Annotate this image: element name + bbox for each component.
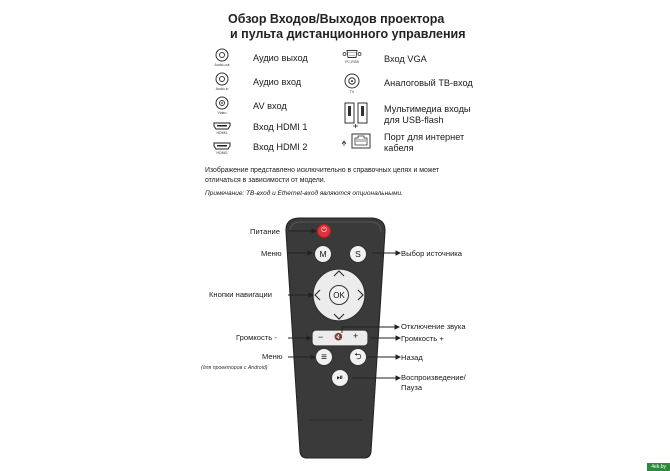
label-navigation: Кнопки навигации [209,290,272,299]
label-play-pause: Воспроизведение/ Пауза [401,373,466,392]
audio-jack-icon [215,72,229,86]
port-label-usb: Мультимедиа входы для USB-flash [384,104,471,125]
label-android-menu-sub: (для проекторов с Android) [201,365,268,371]
audio-in-port: Audio-in [209,72,235,91]
label-back: Назад [401,353,423,362]
android-menu-button[interactable]: ≡ [315,348,333,366]
port-label-audio-in: Аудио вход [253,77,302,87]
mute-button[interactable]: 🔇 [334,334,343,341]
port-label-hdmi1: Вход HDMI 1 [253,122,308,132]
disclaimer: Изображение представлено исключительно в… [205,167,440,184]
video-port: Video [209,96,235,115]
usb-ports-icon [344,102,368,128]
power-button[interactable]: ⏻ [317,224,331,238]
back-button[interactable]: ⮌ [349,348,367,366]
vga-port-icon [342,50,362,58]
label-volume-up: Громкость + [401,334,444,343]
label-android-menu: Меню [262,352,283,361]
video-jack-icon [215,96,229,110]
audio-jack-icon [215,48,229,62]
volume-down-button[interactable]: − [318,332,324,342]
volume-up-button[interactable]: + [353,331,359,341]
hdmi1-port: HDMI1 [209,122,235,135]
label-source: Выбор источника [401,249,463,258]
page-title: Обзор Входов/Выходов проектора и пульта … [228,12,466,41]
label-power: Питание [250,227,280,236]
play-pause-button[interactable]: ⏯ [331,369,349,387]
ok-button[interactable]: OK [329,285,349,305]
port-label-vga: Вход VGA [384,54,427,64]
label-volume-down: Громкость - [236,333,277,342]
port-label-ethernet: Порт для интернет кабеля [384,132,465,153]
port-label-av: AV вход [253,101,287,111]
nav-down-icon [333,313,345,320]
watermark-badge: 4ek.by [647,463,670,471]
port-label-tv: Аналоговый ТВ-вход [384,78,473,88]
nav-left-icon [314,289,321,301]
hdmi-port-icon [213,142,231,150]
nav-right-icon [357,289,364,301]
label-mute: Отключение звука [401,322,466,331]
remark-note: Примечание: ТВ-вход и Ethernet-вход явля… [205,190,403,197]
hdmi-port-icon [213,122,231,130]
ethernet-port-icon [341,133,371,149]
port-label-audio-out: Аудио выход [253,53,308,63]
label-menu: Меню [261,249,282,258]
port-label-hdmi2: Вход HDMI 2 [253,142,308,152]
tv-coax-icon [344,73,360,89]
nav-up-icon [333,270,345,277]
source-button[interactable]: S [349,245,367,263]
vga-port: PC-RGB [339,49,365,64]
audio-out-port: Audio-out [209,48,235,67]
usb-ports [342,102,372,135]
ethernet-port [340,132,376,155]
menu-button[interactable]: M [314,245,332,263]
tv-port: TV [339,73,365,94]
hdmi2-port: HDMI2 [209,142,235,155]
callout-arrows [288,228,402,381]
